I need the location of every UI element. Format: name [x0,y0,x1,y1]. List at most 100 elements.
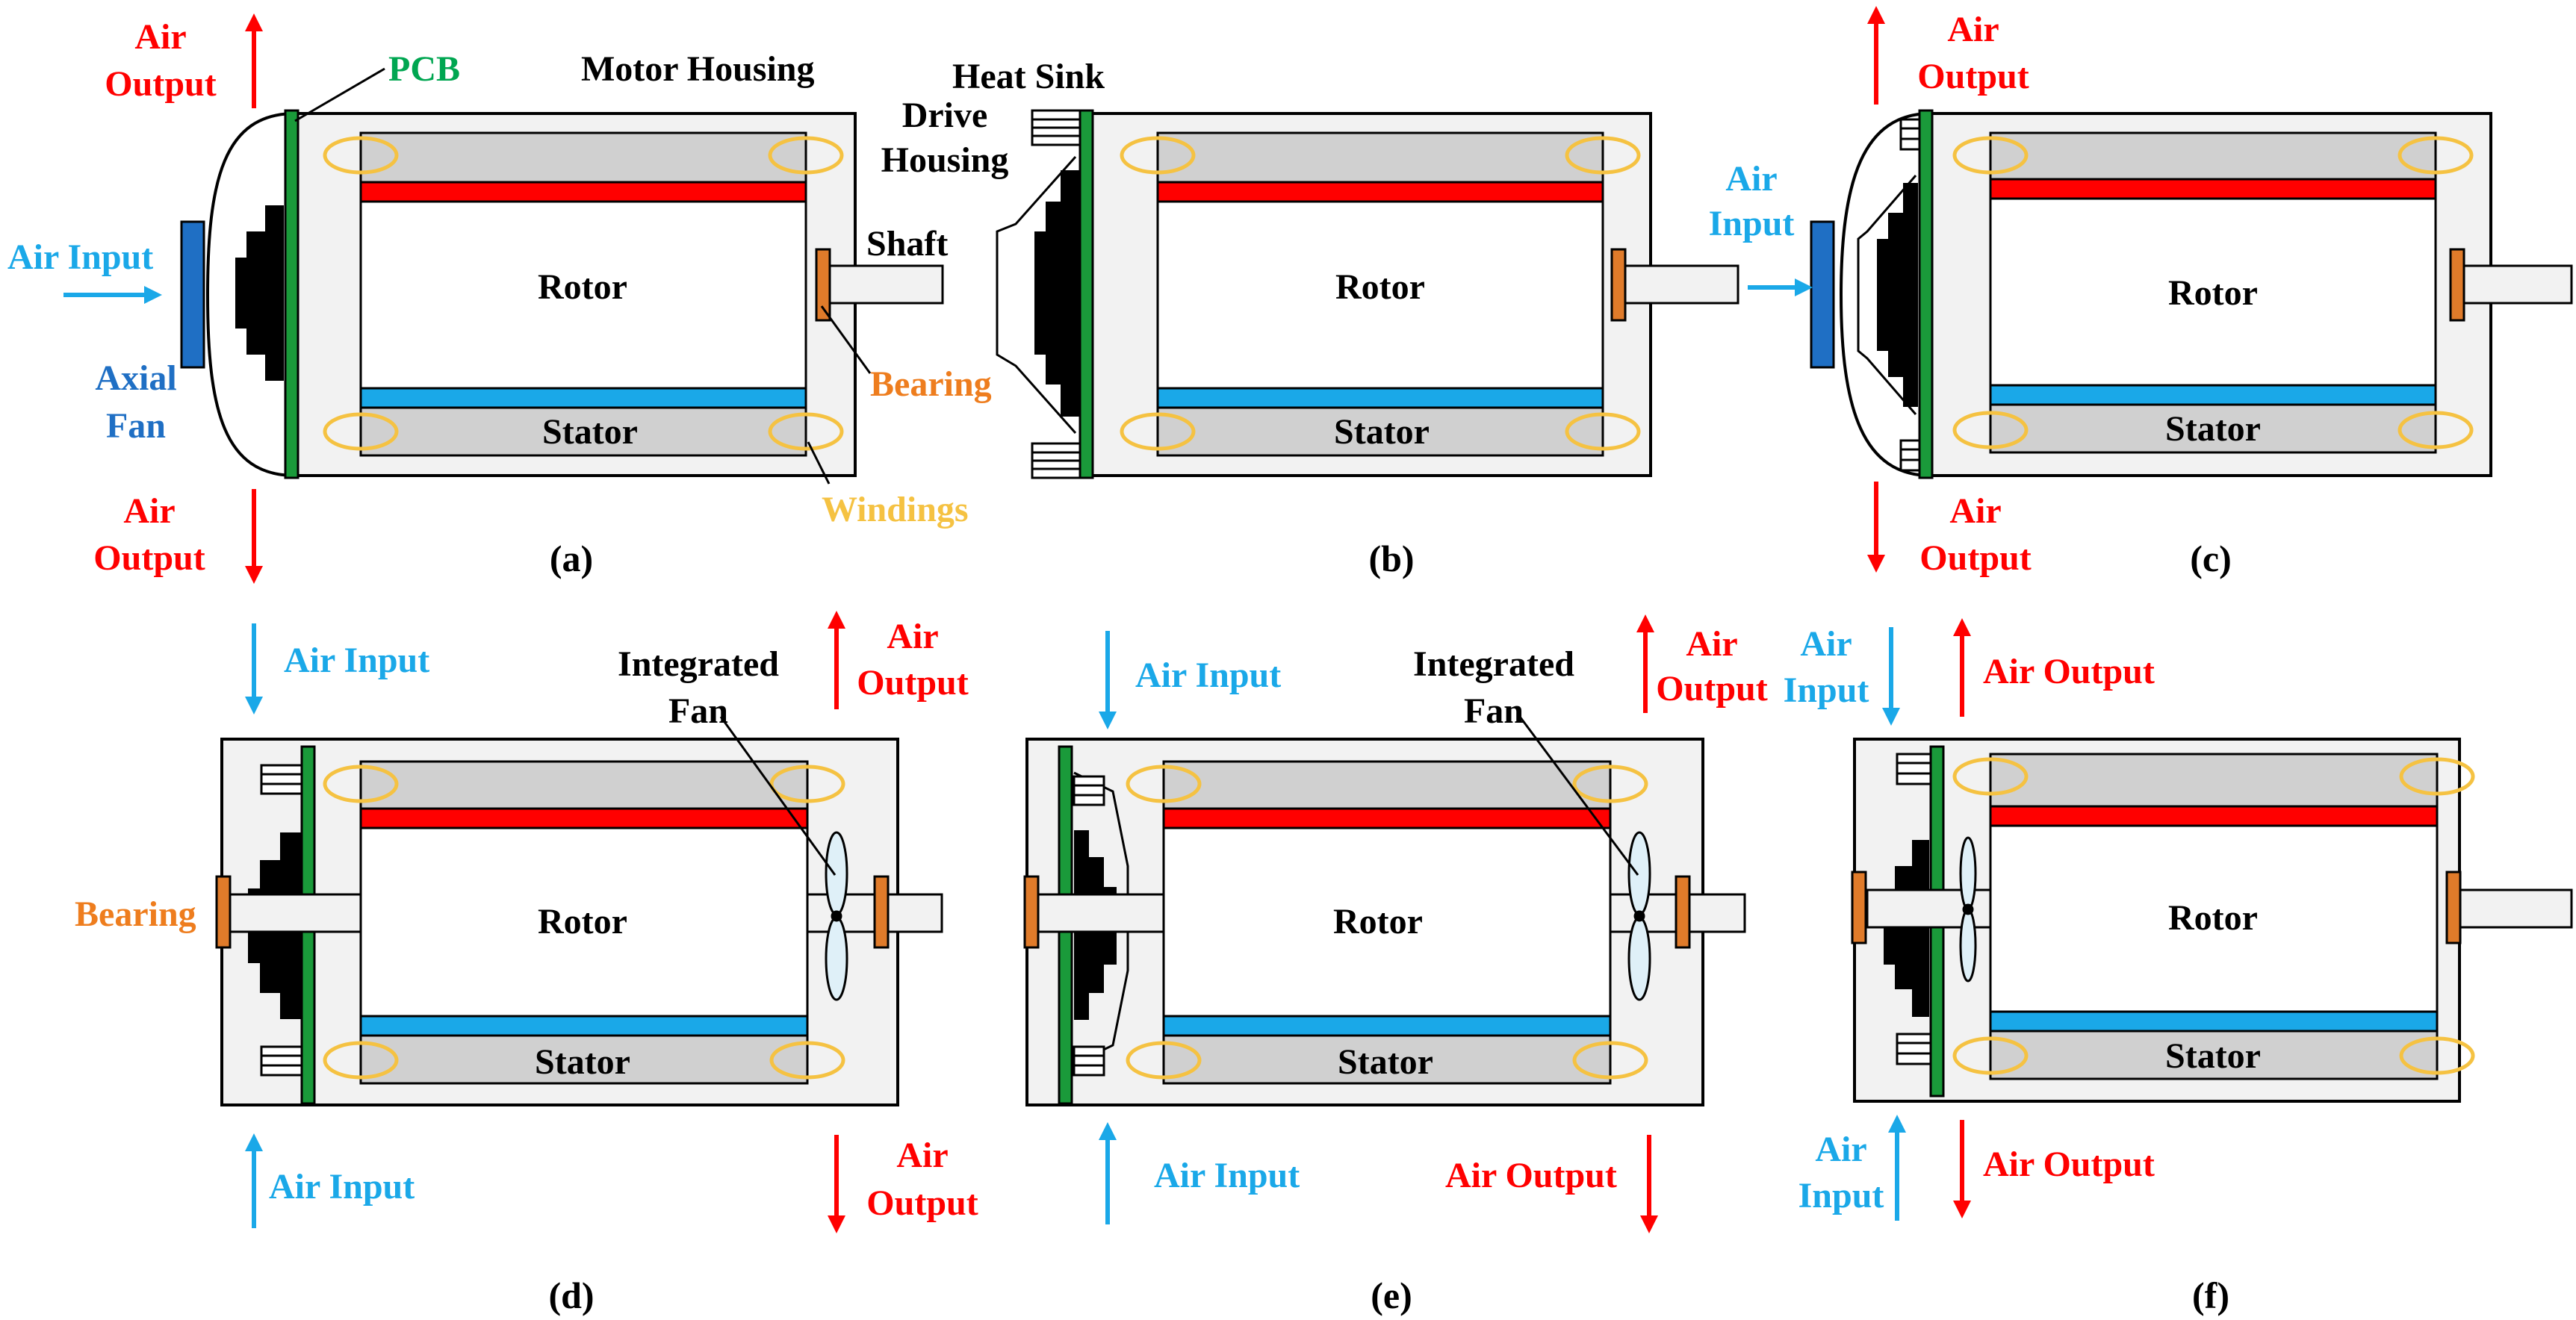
air-output-bottom-label: Air Output [1983,1145,2155,1184]
bearing-leader [820,305,872,374]
axial-fan [180,220,205,369]
axial-fan [1810,220,1835,369]
integrated-fan-label-1: Integrated [618,644,779,684]
pcb-board [284,109,300,479]
drive-housing [1857,175,1917,415]
stator [1156,406,1604,457]
air-output-top-label: Air Output [1983,652,2155,691]
shaft [1623,264,1739,305]
winding [1572,1041,1648,1080]
air-output-top-label-1: Air [1947,10,1999,49]
rotor [1989,824,2439,1015]
integrated-fan-label-1: Integrated [1413,644,1574,684]
winding [768,136,844,175]
rotor-magnet [1989,805,2439,827]
air-input-top-label: Air Input [284,641,429,680]
air-output-bottom-label-2: Output [93,538,205,578]
air-output-top-label-1: Air [134,17,186,57]
shaft [828,264,944,305]
panel-a: Rotor Stator PCB Motor Housing Shaft Bea… [7,13,992,584]
stator-label: Stator [2165,1036,2261,1076]
winding [323,765,399,803]
panel-e: Rotor Stator Integrated Fan Air Input Ai… [1023,614,1768,1316]
shaft [2458,888,2573,929]
bearing [815,248,831,322]
integrated-fan-leader [1518,716,1639,876]
bearing [1675,875,1691,949]
stator-magnet [359,1015,809,1037]
panel-label: (f) [2192,1274,2229,1316]
motor-housing-label: Motor Housing [581,49,814,89]
stator [1162,1034,1612,1085]
pcb-leader [294,67,385,122]
rotor [1162,826,1612,1018]
bearing [1851,871,1867,944]
bearing-label: Bearing [75,894,196,934]
heat-sink [1899,118,1921,472]
shaft [2462,264,2573,305]
rotor-core [1162,760,1612,812]
air-input-top-label-2: Input [1784,670,1869,710]
stator-label: Stator [1334,412,1430,452]
rotor-magnet [1989,178,2437,200]
air-input-bottom-label: Air Input [269,1167,415,1207]
integrated-fan [825,831,848,1001]
air-input-label-2: Input [1709,204,1795,243]
stator-label: Stator [542,412,638,452]
panel-b: Rotor Stator Heat Sink Drive Housing (b) [881,57,1739,579]
pcb-label: PCB [388,49,460,89]
panel-label: (c) [2190,538,2232,579]
heat-sink-label: Heat Sink [952,57,1105,96]
winding [1120,136,1196,175]
pcb-board [1918,109,1934,479]
air-input-bottom-label-2: Input [1798,1176,1884,1215]
stator [1989,1030,2439,1080]
air-output-bottom-label: Air Output [1445,1156,1617,1195]
stator [359,406,807,457]
winding [2399,757,2475,796]
bearing [2449,248,2465,322]
air-output-top-label-2: Output [1656,669,1767,709]
bearing [1610,248,1627,322]
stator-magnet [1162,1015,1612,1037]
rotor-label: Rotor [538,902,627,941]
winding [2397,411,2474,449]
integrated-fan-label-2: Fan [1464,691,1524,731]
rotor-label: Rotor [2168,273,2258,313]
drive-electronics [1877,183,1918,407]
rotor [359,826,809,1018]
drive-electronics [235,205,284,381]
winding [323,136,399,175]
rotor [359,200,807,390]
winding [769,765,845,803]
air-input-top-label-1: Air [1800,624,1852,664]
panel-c: Rotor Stator Air Input Air Output Air Ou… [1709,5,2573,579]
drive-housing-label-1: Drive [902,96,988,135]
rotor-magnet [359,181,807,203]
air-output-top-label-1: Air [1686,624,1737,664]
axial-label: Axial [95,358,176,398]
winding [1565,136,1641,175]
bearing [2445,871,2462,944]
winding [1126,765,1202,803]
fan-label: Fan [106,406,166,446]
rotor-magnet [359,807,809,829]
bearing [1023,875,1040,949]
rotor-core [1989,753,2439,808]
rotor-core [1989,131,2437,182]
stator-magnet [1156,387,1604,409]
integrated-fan-leader [719,716,837,876]
panel-label: (d) [548,1274,594,1316]
pcb-board [1078,109,1094,479]
winding [768,412,844,451]
shaft [1035,893,1165,933]
rotor-magnet [1156,181,1604,203]
stator-label: Stator [535,1042,630,1082]
rotor-core [359,131,807,187]
rotor-label: Rotor [538,267,627,307]
rotor-label: Rotor [1333,902,1423,941]
panel-label: (b) [1368,538,1414,579]
shaft-label: Shaft [866,224,948,264]
winding [323,412,399,451]
